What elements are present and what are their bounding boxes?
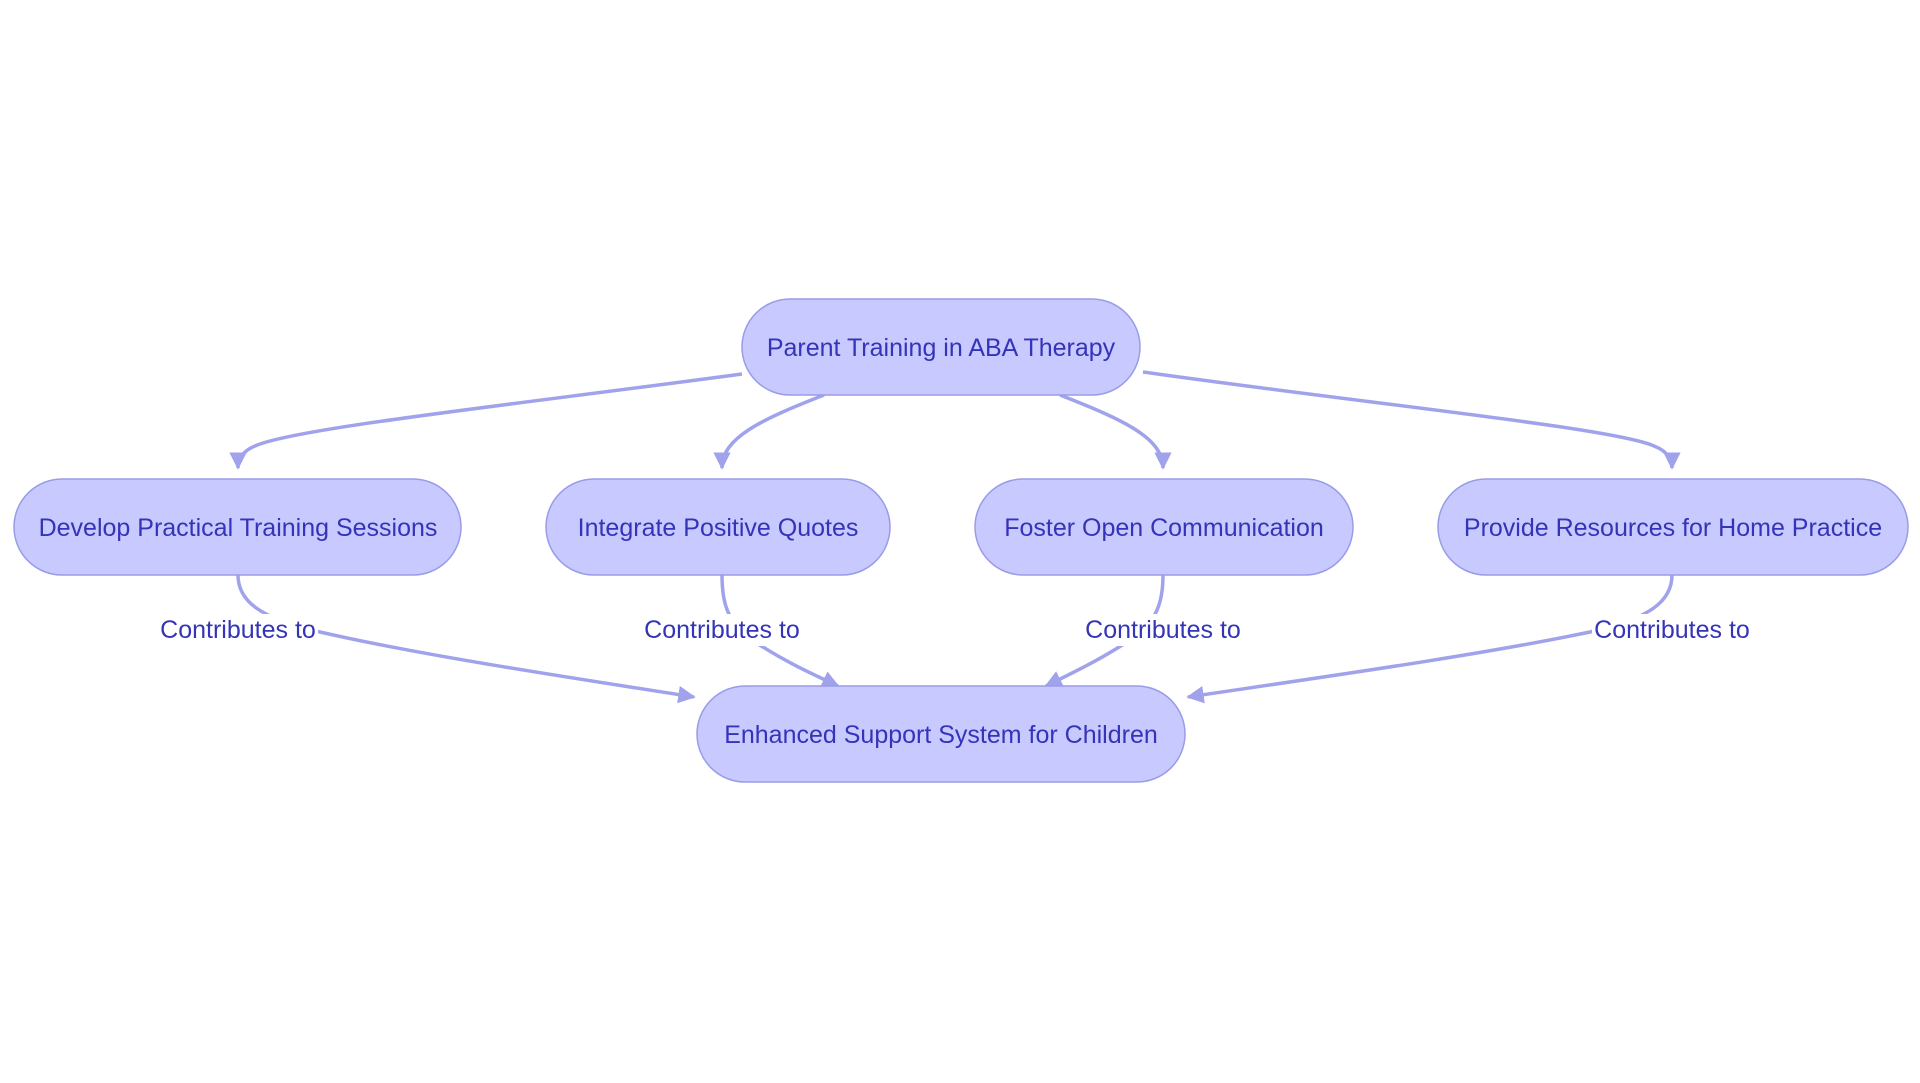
edge-label-resources: Contributes to — [1592, 614, 1752, 646]
node-enhanced-support-system: Enhanced Support System for Children — [696, 685, 1186, 783]
edge-label-quotes: Contributes to — [642, 614, 802, 646]
node-label: Foster Open Communication — [1004, 514, 1324, 542]
node-parent-training: Parent Training in ABA Therapy — [741, 298, 1141, 396]
edge-sessions-to-outcome — [236, 574, 696, 704]
edge-label-text: Contributes to — [160, 616, 316, 644]
node-develop-training-sessions: Develop Practical Training Sessions — [13, 478, 462, 576]
edge-root-to-quotes — [713, 393, 825, 470]
edge-root-to-resources — [1142, 370, 1681, 470]
node-provide-resources: Provide Resources for Home Practice — [1437, 478, 1909, 576]
edge-label-text: Contributes to — [644, 616, 800, 644]
node-label: Parent Training in ABA Therapy — [767, 334, 1116, 362]
node-label: Enhanced Support System for Children — [724, 721, 1158, 749]
node-label: Develop Practical Training Sessions — [39, 514, 438, 542]
edge-label-text: Contributes to — [1085, 616, 1241, 644]
node-integrate-positive-quotes: Integrate Positive Quotes — [545, 478, 891, 576]
node-foster-open-communication: Foster Open Communication — [974, 478, 1354, 576]
node-label: Provide Resources for Home Practice — [1464, 514, 1882, 542]
edge-label-sessions: Contributes to — [158, 614, 318, 646]
edge-label-text: Contributes to — [1594, 616, 1750, 644]
edge-root-to-sessions — [229, 372, 743, 470]
node-label: Integrate Positive Quotes — [578, 514, 859, 542]
edge-resources-to-outcome — [1186, 574, 1674, 704]
edge-label-communication: Contributes to — [1083, 614, 1243, 646]
edge-root-to-communication — [1059, 393, 1172, 470]
